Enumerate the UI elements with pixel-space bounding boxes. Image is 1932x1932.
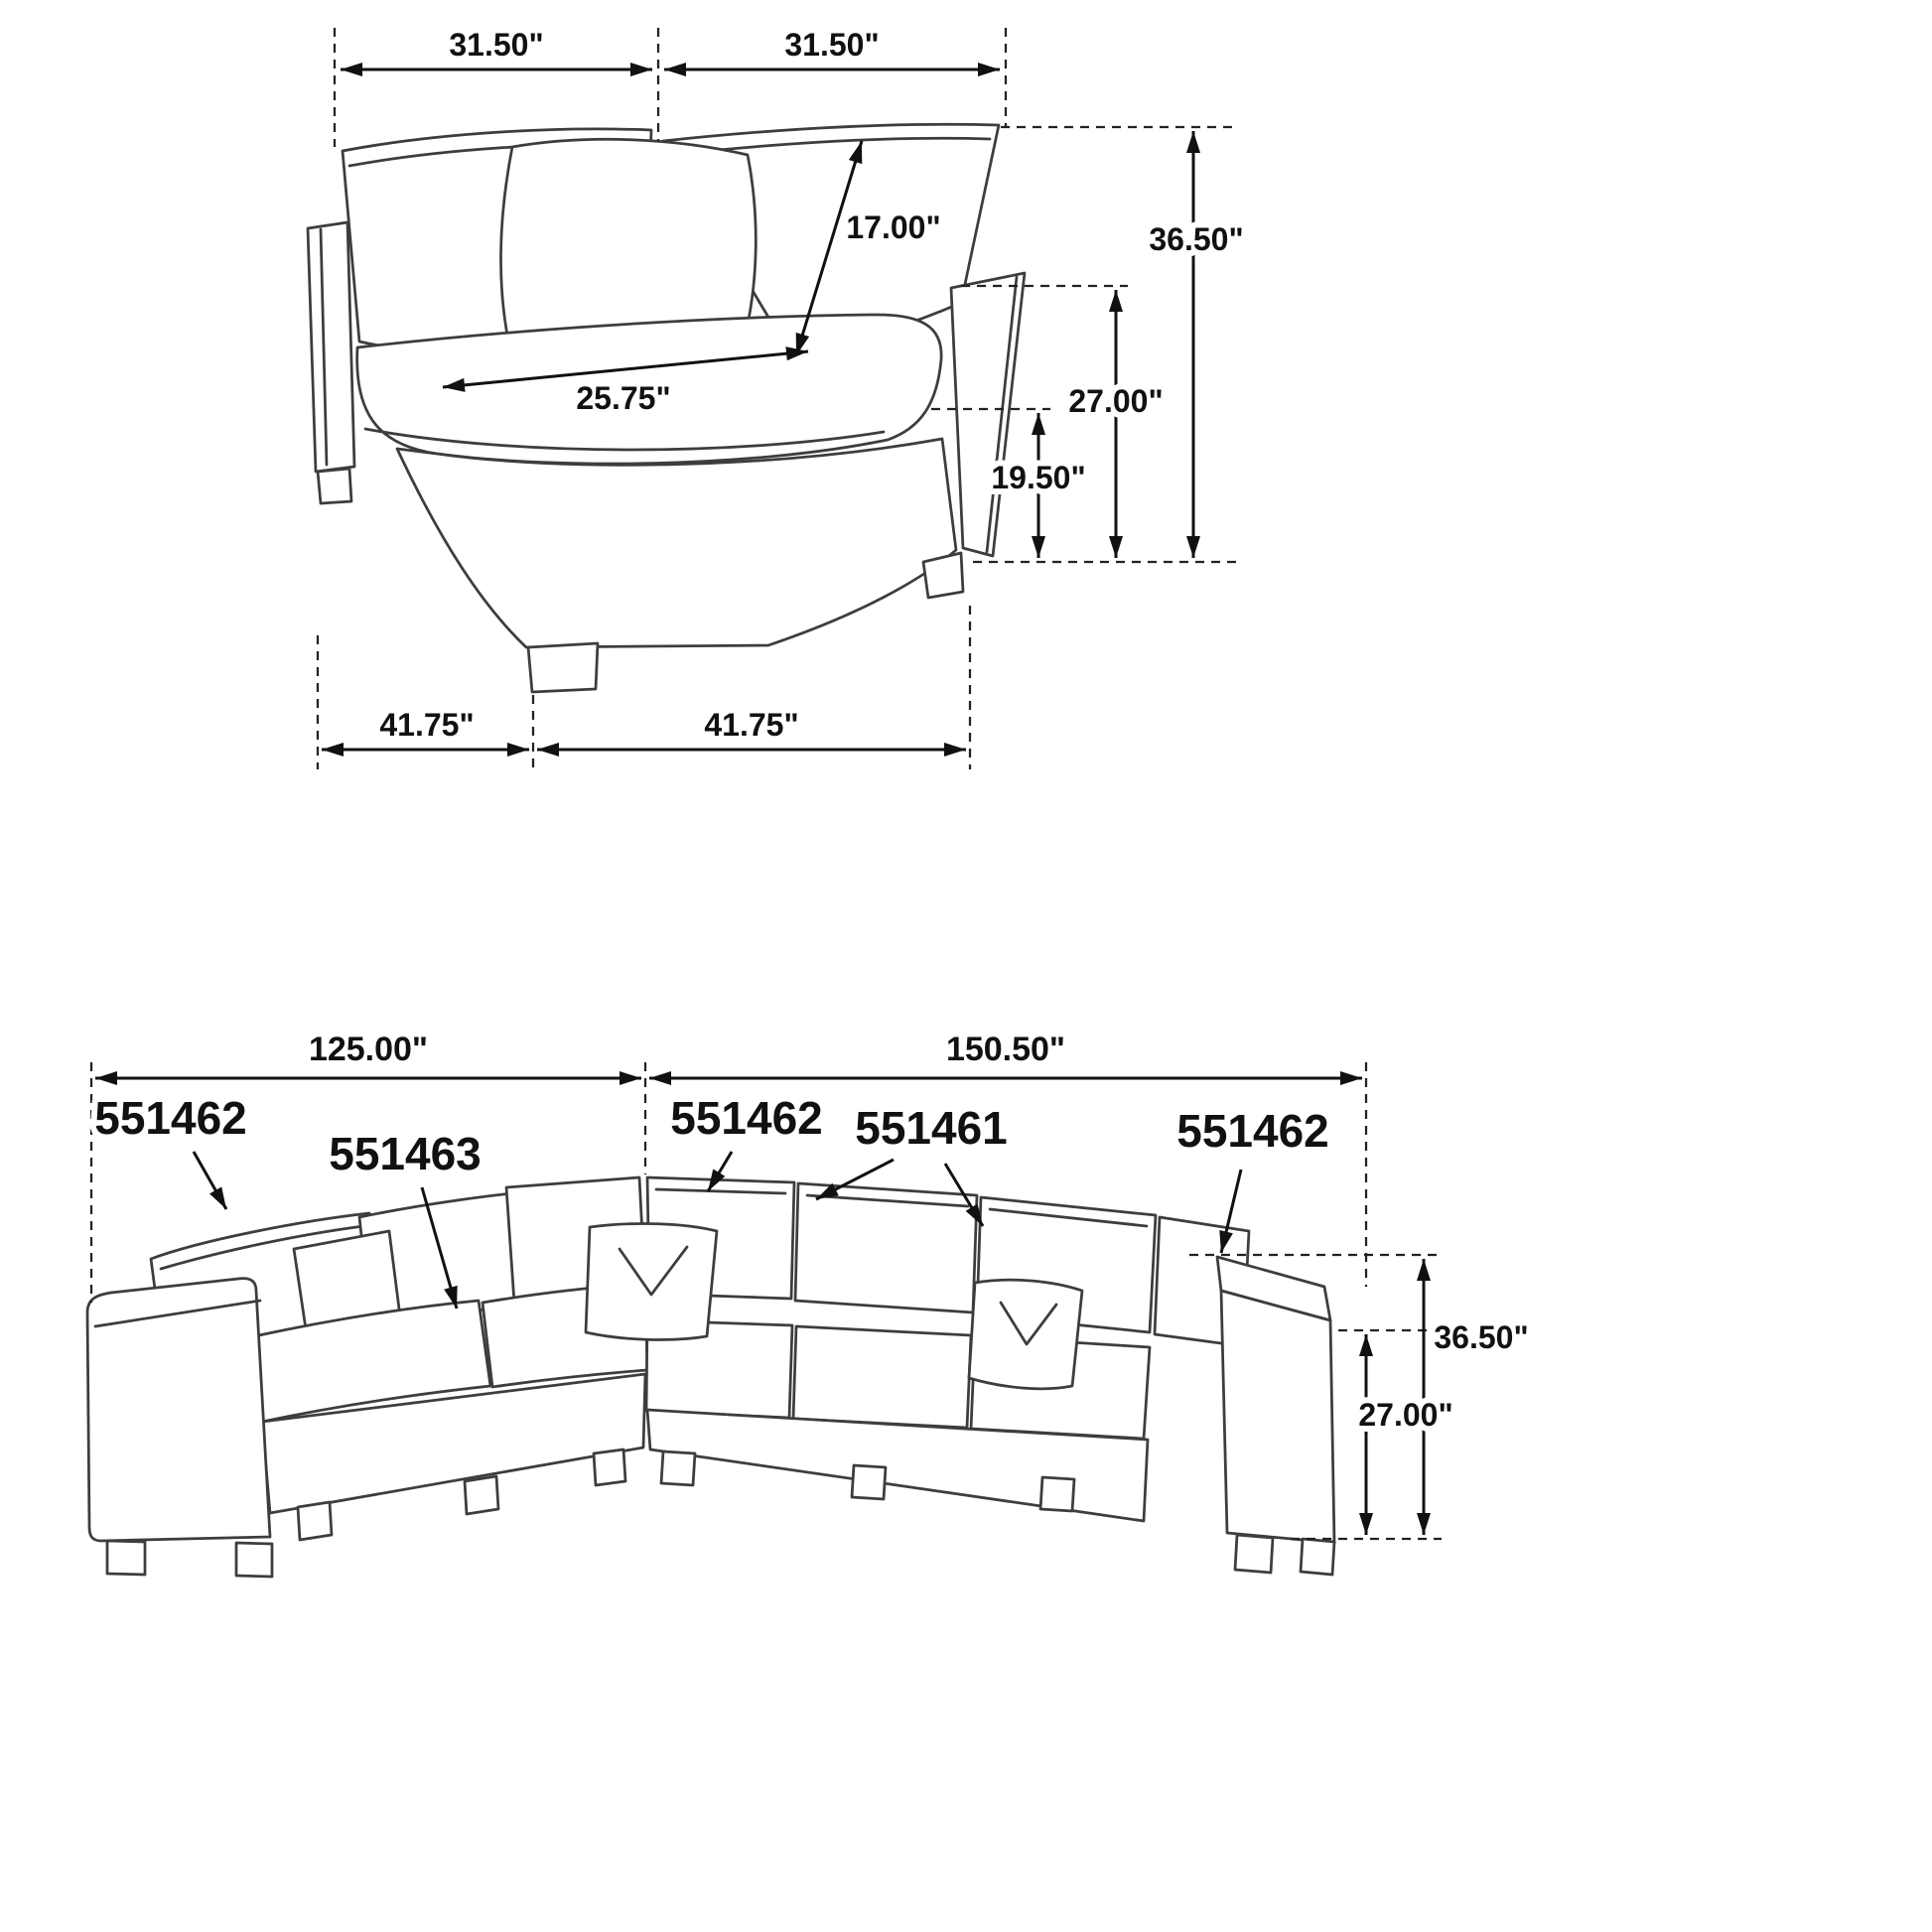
right-arm-edge xyxy=(985,275,1019,554)
back-pillow-seam xyxy=(988,1207,1149,1228)
dim-arrow-back-cushion xyxy=(794,140,864,356)
dim-heights: 36.50" 27.00" 19.50" xyxy=(931,125,1250,564)
sku-arrow xyxy=(706,1151,734,1192)
dim-label-seat-height: 19.50" xyxy=(991,460,1085,495)
sku-label-left-armless: 551463 xyxy=(329,1128,482,1179)
left-arm xyxy=(306,220,356,474)
dim-label-back-width-left: 31.50" xyxy=(449,27,543,63)
dim-label-overall-height: 36.50" xyxy=(1149,221,1243,257)
base-right xyxy=(645,1408,1150,1523)
sku-label-middle-corner: 551462 xyxy=(670,1092,823,1144)
seat-cushion xyxy=(252,1299,492,1424)
back-pillow-seam xyxy=(159,1223,373,1271)
front-foot xyxy=(526,641,600,694)
dim-sectional-heights: 36.50" 27.00" xyxy=(1189,1253,1535,1541)
dim-label-sectional-arm-height: 27.00" xyxy=(1358,1397,1452,1433)
dim-sectional-spans: 125.00" 150.50" xyxy=(89,1025,1368,1303)
sku-callouts: 551462 551463 551462 551461 551462 xyxy=(88,1086,1335,1310)
sku-arrow xyxy=(1219,1169,1243,1254)
sku-arrow xyxy=(420,1186,459,1310)
sofa-foot xyxy=(592,1448,627,1487)
dim-arrow-seat-depth xyxy=(442,346,809,392)
right-arm xyxy=(1219,1289,1336,1545)
dim-label-sectional-overall-height: 36.50" xyxy=(1434,1319,1528,1355)
sectional-drawing xyxy=(85,1175,1336,1579)
dim-back-widths: 31.50" 31.50" xyxy=(333,21,1008,147)
sku-label-right-corner: 551462 xyxy=(1176,1105,1329,1157)
dim-label-left-length: 125.00" xyxy=(309,1031,428,1068)
base xyxy=(395,437,958,649)
sofa-foot xyxy=(1038,1475,1076,1513)
sofa-foot xyxy=(850,1463,888,1501)
back-pillow xyxy=(793,1181,979,1314)
dim-label-back-width-right: 31.50" xyxy=(784,27,879,63)
dim-label-back-cushion: 17.00" xyxy=(846,209,940,245)
seat-piping xyxy=(363,427,886,452)
left-arm-edge xyxy=(319,227,329,467)
dim-back-cushion: 17.00" xyxy=(794,140,947,356)
throw-pillow-fold xyxy=(999,1301,1058,1346)
left-arm-edge xyxy=(93,1299,262,1328)
sofa-foot xyxy=(1233,1533,1275,1575)
dim-label-arm-height: 27.00" xyxy=(1068,383,1163,419)
dim-label-right-length: 150.50" xyxy=(946,1031,1065,1068)
left-foot xyxy=(316,467,353,505)
sofa-foot xyxy=(234,1541,274,1579)
sku-arrow xyxy=(943,1163,985,1227)
throw-pillow-right xyxy=(967,1278,1084,1391)
seat-cushion xyxy=(791,1324,973,1430)
throw-pillow-fold xyxy=(618,1245,689,1297)
dim-label-base-depth-left: 41.75" xyxy=(379,707,474,743)
sofa-foot xyxy=(105,1539,147,1577)
back-pillow-seam xyxy=(654,1187,787,1195)
left-arm xyxy=(85,1277,272,1543)
sku-arrow xyxy=(192,1151,228,1210)
dim-base-widths: 41.75" 41.75" xyxy=(316,606,972,769)
sofa-foot xyxy=(1299,1537,1336,1577)
sofa-foot xyxy=(463,1474,500,1516)
right-arm xyxy=(949,271,1027,558)
dim-label-base-width-right: 41.75" xyxy=(704,707,798,743)
throw-pillow-corner xyxy=(584,1222,719,1341)
sku-label-right-armless: 551461 xyxy=(855,1102,1008,1154)
sofa-foot xyxy=(296,1500,334,1542)
dim-label-seat-depth: 25.75" xyxy=(576,380,670,416)
sofa-foot xyxy=(659,1449,697,1487)
sku-label-left-corner: 551462 xyxy=(94,1092,247,1144)
sku-arrow xyxy=(815,1158,895,1201)
dim-seat-depth: 25.75" xyxy=(442,346,809,422)
right-foot xyxy=(921,551,965,600)
